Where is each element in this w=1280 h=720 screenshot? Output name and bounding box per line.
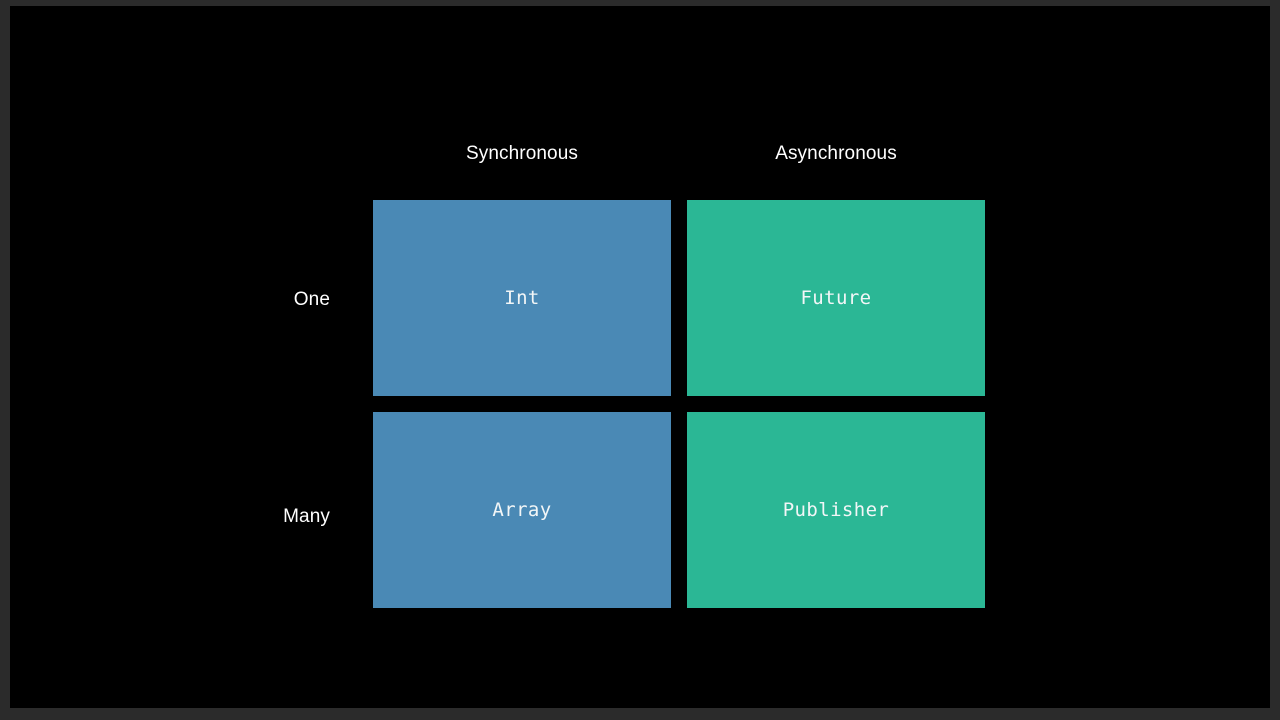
matrix-cell-many-asynchronous: Publisher [687, 412, 985, 608]
slide-canvas: Synchronous Asynchronous One Many Int Fu… [10, 6, 1270, 708]
column-header-asynchronous: Asynchronous [775, 143, 897, 164]
matrix-cell-one-asynchronous: Future [687, 200, 985, 396]
matrix-cell-one-synchronous: Int [373, 200, 671, 396]
row-label-one: One [293, 289, 330, 310]
column-header-synchronous: Synchronous [465, 143, 578, 164]
concurrency-matrix: Synchronous Asynchronous One Many Int Fu… [10, 6, 1270, 708]
row-label-many: Many [283, 506, 330, 527]
matrix-cell-many-synchronous: Array [373, 412, 671, 608]
